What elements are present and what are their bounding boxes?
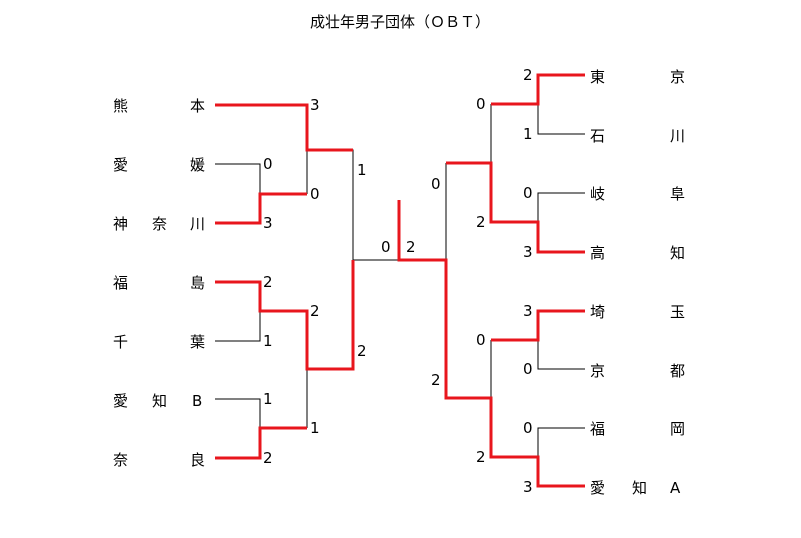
- score-label: 2: [310, 302, 320, 320]
- score-label: 3: [263, 214, 273, 232]
- right-bracket-lines: [445, 104, 585, 457]
- team-name: 京都: [590, 362, 685, 380]
- scores: 3 0 3 0 2 1 2 1 2 1 1 2 0 2 2 1 0 0 3 2 …: [263, 66, 533, 496]
- score-label: 0: [523, 184, 533, 202]
- bracket-line: [537, 104, 585, 135]
- bracket-line: [307, 149, 354, 260]
- score-label: 0: [431, 175, 441, 193]
- score-label: 0: [476, 331, 486, 349]
- left-bracket-lines: [215, 149, 399, 428]
- score-label: 1: [263, 332, 273, 350]
- right-winner-lines: [397, 73, 585, 488]
- bracket-line: [537, 192, 585, 222]
- team-name: 岐阜: [590, 185, 685, 203]
- left-winner-lines: [215, 103, 355, 460]
- team-name: 埼玉: [590, 303, 685, 321]
- score-label: 1: [523, 125, 533, 143]
- score-label: 0: [381, 238, 391, 256]
- team-name: 熊本: [113, 97, 205, 115]
- score-label: 1: [310, 419, 320, 437]
- score-label: 2: [431, 371, 441, 389]
- score-label: 2: [523, 66, 533, 84]
- score-label: 2: [476, 448, 486, 466]
- bracket-line: [537, 340, 585, 370]
- team-name: 東京: [590, 68, 685, 86]
- bracket-line: [215, 398, 261, 428]
- winner-path: [491, 73, 585, 106]
- score-label: 2: [406, 238, 416, 256]
- winner-path: [215, 192, 307, 225]
- score-label: 3: [310, 96, 320, 114]
- score-label: 2: [263, 449, 273, 467]
- score-label: 2: [357, 342, 367, 360]
- team-name: 福島: [113, 274, 205, 292]
- score-label: 0: [263, 155, 273, 173]
- score-label: 0: [310, 185, 320, 203]
- winner-path: [215, 260, 355, 371]
- score-label: 3: [523, 243, 533, 261]
- winner-path: [446, 161, 585, 254]
- bracket-line: [537, 427, 585, 457]
- bracket-line: [215, 311, 261, 342]
- winner-path: [491, 309, 585, 342]
- score-label: 3: [523, 302, 533, 320]
- winner-path: [215, 103, 353, 152]
- score-label: 0: [476, 95, 486, 113]
- bracket-title: 成壮年男子団体（ＯＢＴ）: [310, 13, 490, 31]
- team-name: 高知: [590, 244, 685, 262]
- score-label: 1: [357, 161, 367, 179]
- team-name: 愛媛: [113, 156, 205, 174]
- winner-path: [397, 200, 585, 488]
- team-name: 福岡: [590, 420, 685, 438]
- score-label: 1: [263, 390, 273, 408]
- score-label: 0: [523, 360, 533, 378]
- score-label: 2: [263, 273, 273, 291]
- team-name: 千葉: [113, 333, 205, 351]
- score-label: 0: [523, 419, 533, 437]
- team-name: 神奈川: [113, 215, 205, 233]
- score-label: 3: [523, 478, 533, 496]
- winner-path: [215, 426, 307, 460]
- score-label: 2: [476, 213, 486, 231]
- team-name: 奈良: [113, 451, 205, 469]
- bracket-line: [215, 163, 261, 194]
- team-name: 石川: [590, 127, 685, 145]
